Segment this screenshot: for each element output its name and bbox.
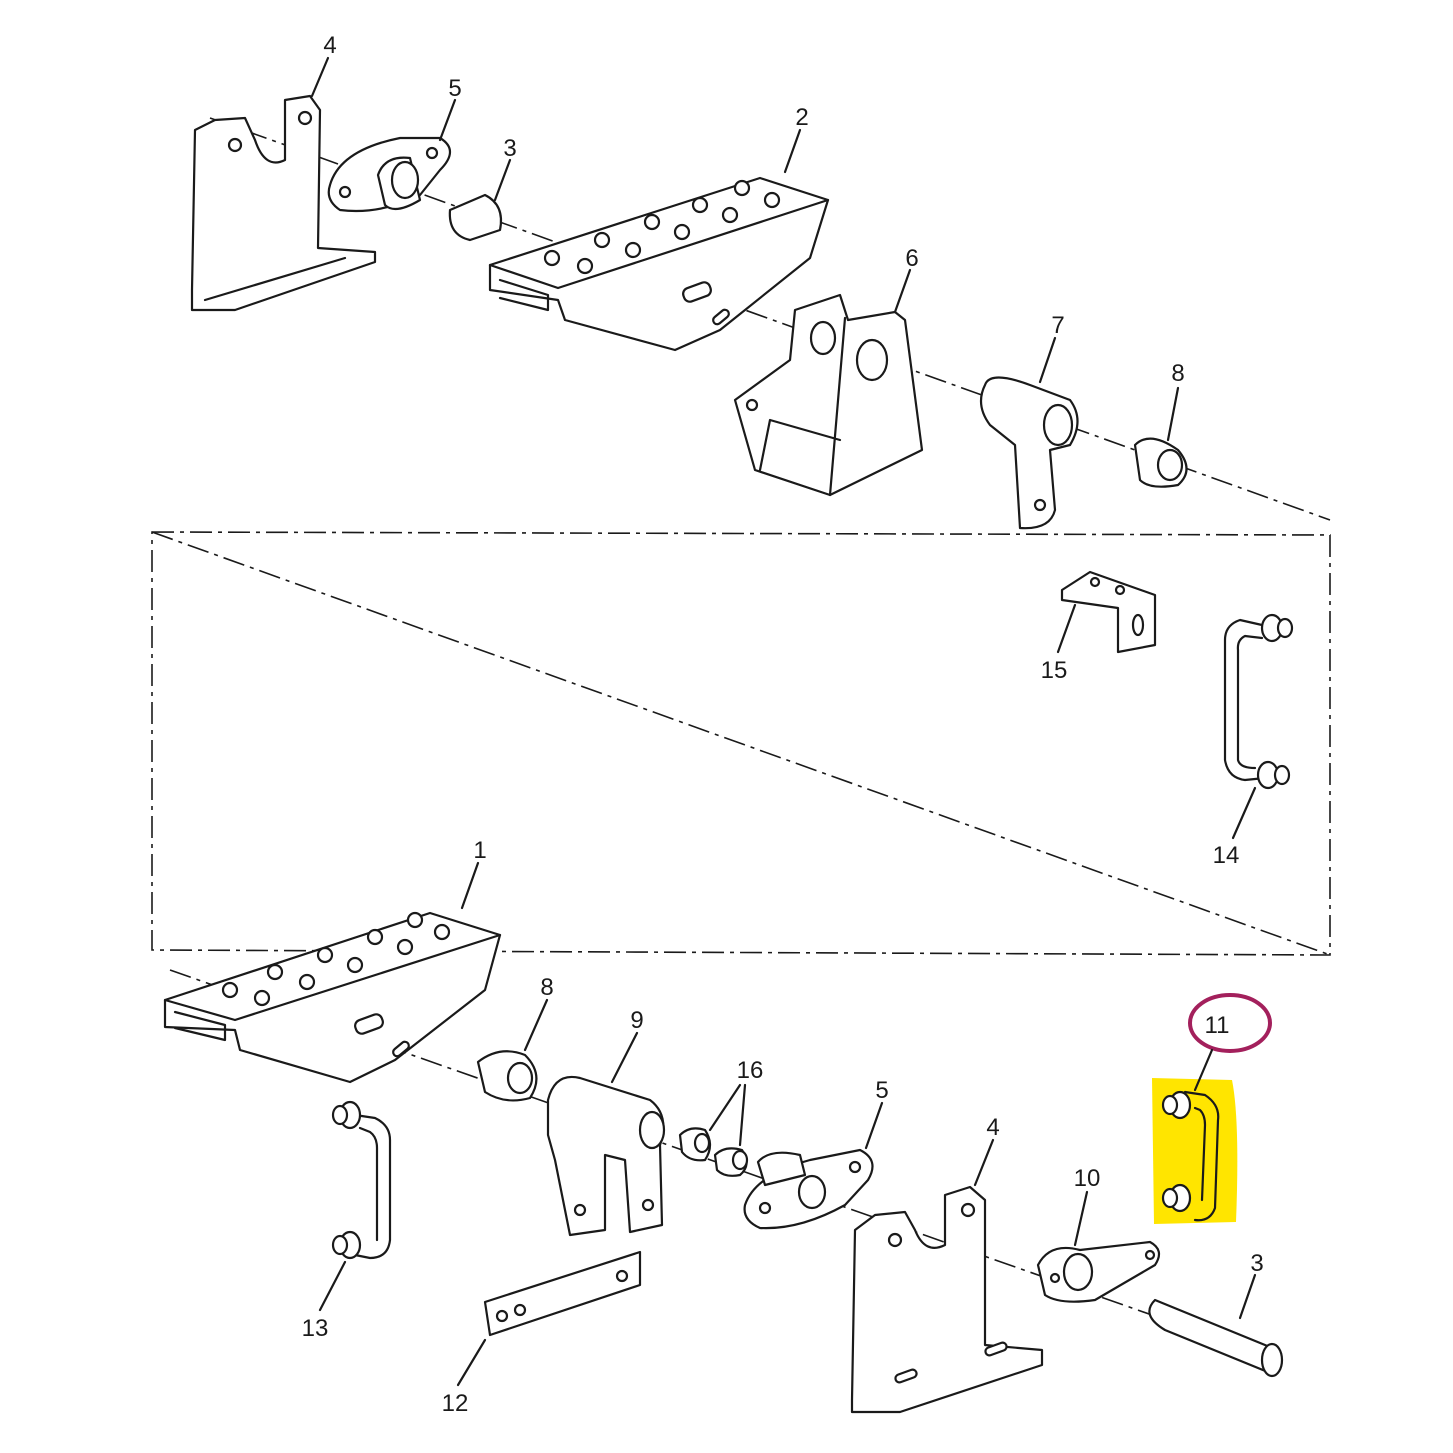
step-holes-lower: [221, 911, 451, 1007]
part-5-flange-lower: [743, 1148, 874, 1230]
part-4-bracket-lower: [850, 1185, 1044, 1414]
part-8-bushing-lower: [476, 1050, 538, 1102]
part-12-strap: [483, 1250, 642, 1337]
callout-7: 7: [1051, 312, 1064, 339]
frame-diagonal: [151, 531, 1331, 956]
callout-13: 13: [302, 1315, 329, 1342]
step-holes: [543, 179, 781, 275]
callout-5: 5: [448, 75, 461, 102]
callout-11: 11: [1205, 1012, 1230, 1039]
callout-9: 9: [630, 1007, 643, 1034]
callout-2: 2: [795, 104, 808, 131]
callout-8: 8: [1171, 360, 1184, 387]
part-4-bracket-upper: [190, 94, 377, 312]
part-10-collar-arm: [1036, 1240, 1161, 1303]
part-16-spacers: [678, 1127, 749, 1177]
part-15-angle-bracket: [1060, 570, 1157, 654]
part-11-handle: [1161, 1090, 1220, 1222]
callout-10: 10: [1074, 1165, 1101, 1192]
callout-16: 16: [737, 1057, 764, 1084]
part-5-flange-upper: [327, 136, 452, 213]
callout-12: 12: [442, 1390, 469, 1417]
callout-14: 14: [1213, 842, 1240, 869]
part-8-bushing-upper: [1133, 437, 1188, 488]
part-7-pivot-arm: [979, 376, 1079, 530]
callout-5-lower: 5: [875, 1077, 888, 1104]
callout-15: 15: [1041, 657, 1068, 684]
part-3-pin-lower: [1148, 1298, 1284, 1378]
part-9-pivot-bracket: [546, 1075, 666, 1237]
part-1-step: [163, 911, 502, 1084]
part-2-step: [488, 176, 830, 352]
part-6-clevis-bracket: [733, 293, 924, 497]
frame-line: [151, 531, 1331, 956]
callout-1: 1: [473, 837, 486, 864]
part-3-pin-upper: [448, 193, 503, 242]
callout-4-lower: 4: [986, 1114, 999, 1141]
callout-3: 3: [503, 135, 516, 162]
part-14-handle: [1223, 613, 1294, 790]
callout-3-lower: 3: [1250, 1250, 1263, 1277]
part-13-handle: [331, 1100, 392, 1260]
callout-6: 6: [905, 245, 918, 272]
circle-callout-11: [1188, 993, 1272, 1053]
leader-lines: [310, 56, 1257, 1387]
callout-8-lower: 8: [540, 974, 553, 1001]
callout-4: 4: [323, 32, 336, 59]
